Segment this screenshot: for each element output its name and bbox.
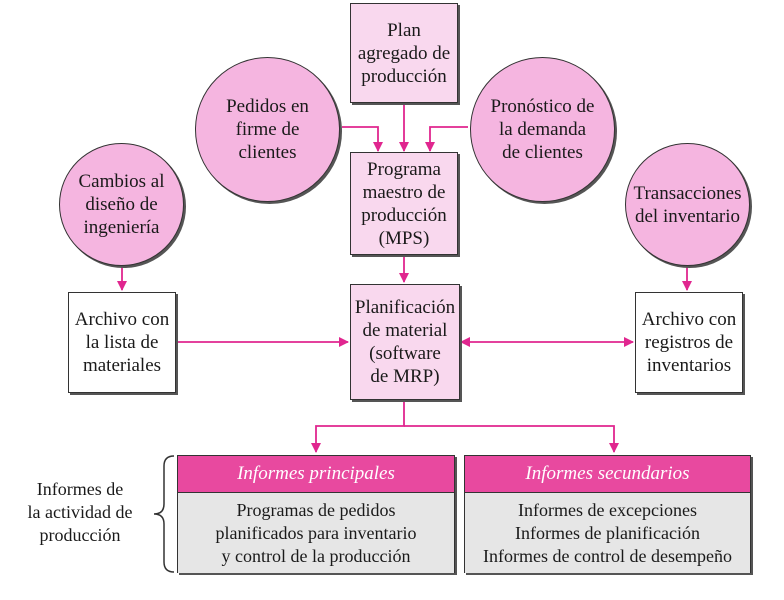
registros-inventario-box: Archivo con registros de inventarios xyxy=(635,292,743,393)
informes-principales-line: y control de la producción xyxy=(221,545,411,566)
pedidos-firme-circle: Pedidos en firme de clientes xyxy=(195,57,340,202)
informes-principales-line: planificados para inventario xyxy=(215,522,417,543)
pronostico-label: Pronóstico de la demanda de clientes xyxy=(490,96,595,163)
informes-principales-line: Programas de pedidos xyxy=(236,499,396,520)
informes-actividad-label: Informes de la actividad de producción xyxy=(27,479,133,545)
arrow-mrp-to-secundarios xyxy=(404,425,619,453)
plan-agregado-box: Plan agregado de producción xyxy=(350,3,458,103)
arrow-mrp-to-principales xyxy=(311,401,405,453)
arrow-pronostico-to-mps xyxy=(425,126,468,152)
mrp-label: Planificación de material (software de M… xyxy=(354,297,456,387)
informes-principales-body: Programas de pedidos planificados para i… xyxy=(178,493,454,573)
informes-secundarios-line: Informes de planificación xyxy=(515,522,700,543)
transacciones-label: Transacciones del inventario xyxy=(633,182,742,227)
report-group-brace xyxy=(153,455,175,573)
informes-secundarios-body: Informes de excepciones Informes de plan… xyxy=(465,493,750,573)
arrow-pedidos-to-mps xyxy=(342,126,383,152)
mps-box: Programa maestro de producción (MPS) xyxy=(350,152,458,255)
cambios-diseno-label: Cambios al diseño de ingeniería xyxy=(78,171,165,238)
transacciones-circle: Transacciones del inventario xyxy=(625,143,750,266)
lista-materiales-label: Archivo con la lista de materiales xyxy=(74,309,170,376)
informes-secundarios-header: Informes secundarios xyxy=(465,456,750,493)
cambios-diseno-circle: Cambios al diseño de ingeniería xyxy=(59,143,184,266)
informes-principales-panel: Informes principales Programas de pedido… xyxy=(177,455,455,573)
plan-agregado-label: Plan agregado de producción xyxy=(357,19,451,87)
informes-secundarios-line: Informes de control de desempeño xyxy=(483,545,732,566)
registros-inventario-label: Archivo con registros de inventarios xyxy=(641,309,737,376)
informes-secundarios-panel: Informes secundarios Informes de excepci… xyxy=(464,455,751,573)
informes-principales-header: Informes principales xyxy=(178,456,454,493)
informes-secundarios-line: Informes de excepciones xyxy=(518,499,697,520)
mps-label: Programa maestro de producción (MPS) xyxy=(361,158,447,249)
pronostico-circle: Pronóstico de la demanda de clientes xyxy=(470,57,615,202)
lista-materiales-box: Archivo con la lista de materiales xyxy=(68,292,176,393)
pedidos-firme-label: Pedidos en firme de clientes xyxy=(226,96,309,163)
mrp-box: Planificación de material (software de M… xyxy=(350,284,460,400)
